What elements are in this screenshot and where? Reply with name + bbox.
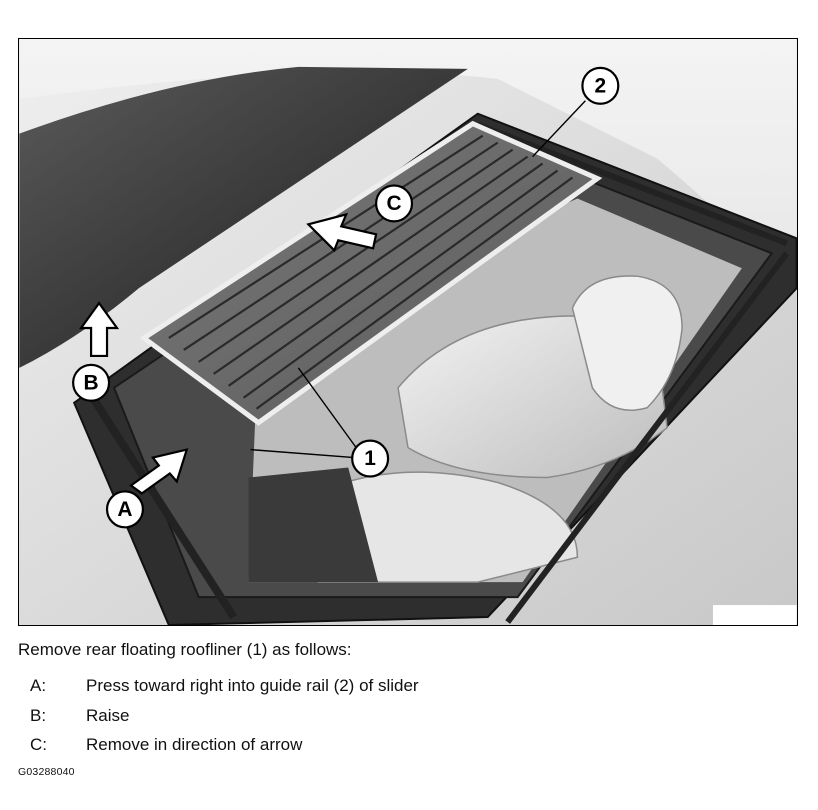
arrow-b bbox=[78, 301, 120, 358]
callout-b: B bbox=[72, 363, 111, 402]
headrest bbox=[571, 275, 683, 411]
step-key: B: bbox=[30, 705, 47, 725]
console bbox=[248, 467, 379, 583]
svg-text:2: 2 bbox=[595, 74, 607, 97]
step-key: A: bbox=[30, 676, 47, 695]
callout-1: 1 bbox=[351, 439, 390, 478]
leader-1b bbox=[250, 448, 355, 459]
guide-rail-right bbox=[476, 121, 788, 247]
roofliner-panel bbox=[139, 120, 603, 426]
step-text: Remove in direction of arrow bbox=[86, 735, 303, 754]
arrow-c bbox=[306, 212, 378, 253]
instruction-intro: Remove rear floating roofliner (1) as fo… bbox=[18, 640, 352, 659]
instruction-steps: A: Press toward right into guide rail (2… bbox=[30, 676, 419, 765]
svg-text:A: A bbox=[117, 498, 132, 521]
guide-rail-left bbox=[90, 397, 237, 620]
leader-1a bbox=[297, 367, 357, 449]
arrow-a bbox=[129, 448, 189, 495]
callout-a: A bbox=[105, 490, 145, 529]
svg-text:B: B bbox=[84, 371, 99, 394]
step-text: Press toward right into guide rail (2) o… bbox=[86, 676, 419, 695]
corner-patch bbox=[712, 605, 797, 625]
sunroof-roofliner-figure: 2 C B 1 A bbox=[18, 38, 798, 626]
step-key: C: bbox=[30, 735, 47, 754]
guide-rail-rear bbox=[505, 251, 790, 624]
step-c: C: Remove in direction of arrow bbox=[30, 735, 419, 765]
figure-id: G03288040 bbox=[18, 766, 75, 778]
leader-2 bbox=[532, 100, 586, 158]
svg-text:1: 1 bbox=[364, 447, 376, 470]
step-b: B: Raise bbox=[30, 706, 419, 736]
step-text: Raise bbox=[86, 705, 130, 725]
sunroof-illustration: 2 C B 1 A bbox=[19, 39, 797, 625]
callout-c: C bbox=[375, 184, 414, 223]
step-a: A: Press toward right into guide rail (2… bbox=[30, 676, 419, 706]
svg-text:C: C bbox=[386, 192, 401, 215]
windshield-glass bbox=[19, 66, 468, 368]
callout-2: 2 bbox=[581, 66, 620, 105]
